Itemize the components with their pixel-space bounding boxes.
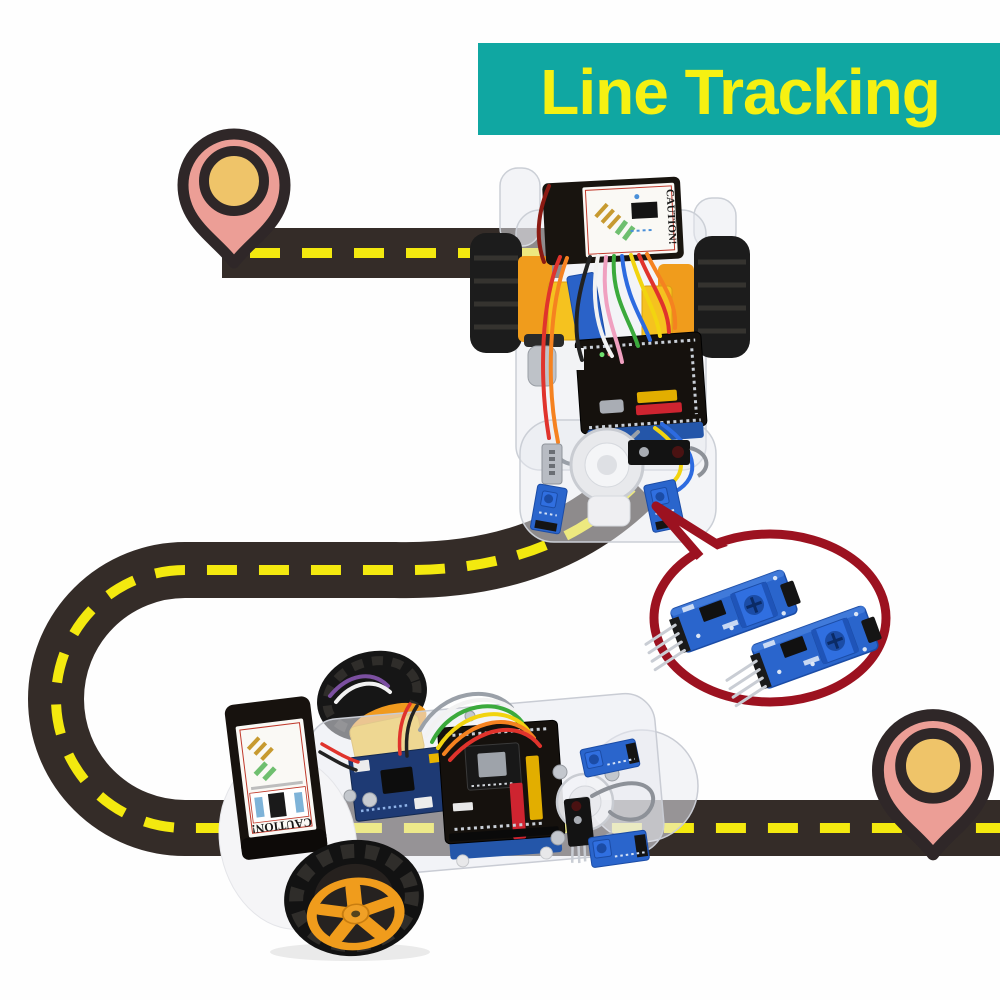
line-sensor-left xyxy=(530,483,568,535)
battery-box: CAUTION! xyxy=(542,176,684,266)
robot-car-bottom: CAUTION! xyxy=(218,650,699,961)
robot-car-top: CAUTION! xyxy=(470,167,750,543)
caster-mount xyxy=(587,495,631,527)
banner-label: Line Tracking xyxy=(540,56,940,128)
caution-label: CAUTION! xyxy=(663,189,678,245)
ir-obstacle-module xyxy=(628,440,709,478)
map-pin-end xyxy=(871,709,995,861)
line-sensor-lower xyxy=(587,829,650,868)
acrylic-slot xyxy=(560,348,584,370)
gray-module xyxy=(541,443,563,485)
line-sensor-upper xyxy=(579,738,641,778)
front-wheel xyxy=(284,839,424,957)
arduino-shield xyxy=(574,331,708,446)
pin-center xyxy=(199,146,269,216)
callout-bubble xyxy=(636,501,891,708)
road-curve-dashes xyxy=(51,484,1000,833)
jumper-wires xyxy=(318,674,656,822)
arduino-stack xyxy=(437,719,566,868)
motor-driver-board xyxy=(348,745,454,822)
map-pin-start xyxy=(177,128,291,269)
title-banner: Line Tracking xyxy=(478,43,1000,135)
battery-box: CAUTION! xyxy=(224,696,328,860)
ir-sensor-module xyxy=(563,796,595,864)
caution-sticker xyxy=(582,182,678,258)
orange-hub xyxy=(306,877,405,951)
pin-center xyxy=(895,728,971,804)
